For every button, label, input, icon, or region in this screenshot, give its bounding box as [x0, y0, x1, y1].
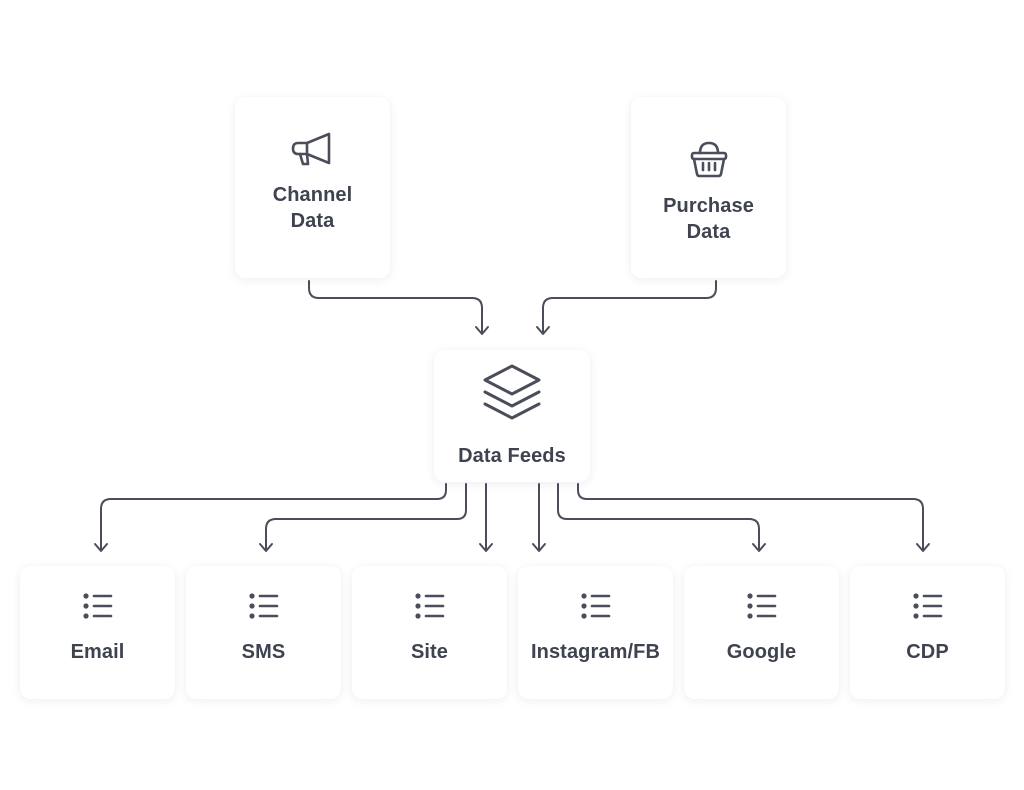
- destination-card-sms: SMS: [186, 566, 341, 699]
- destination-label-sms: SMS: [241, 640, 286, 663]
- list-icon: [414, 592, 444, 619]
- connector-channel-to-hub: [308, 280, 483, 334]
- list-icon: [248, 592, 278, 619]
- arrowhead-hub-to-cdp: [916, 543, 930, 552]
- destination-label-instagram-fb: Instagram/FB: [530, 640, 660, 663]
- connector-purchase-to-hub: [542, 280, 717, 334]
- source-label-purchase-data: Purchase Data: [663, 194, 754, 243]
- hub-label: Data Feeds: [458, 445, 566, 467]
- connector-hub-to-sms: [265, 483, 467, 551]
- source-label-channel-data: Channel Data: [272, 183, 353, 232]
- destination-card-email: Email: [20, 566, 175, 699]
- arrowhead-purchase-to-hub: [536, 326, 550, 335]
- arrowhead-hub-to-google: [752, 543, 766, 552]
- destination-label-google: Google: [726, 640, 797, 663]
- list-icon: [746, 592, 776, 619]
- source-card-channel-data: Channel Data: [235, 97, 390, 278]
- connector-hub-to-google: [557, 483, 760, 551]
- megaphone-icon: [291, 132, 330, 165]
- destination-card-instagram-fb: Instagram/FB: [518, 566, 673, 699]
- layers-icon: [483, 364, 541, 420]
- destination-card-site: Site: [352, 566, 507, 699]
- list-icon: [82, 592, 112, 619]
- connector-hub-to-cdp: [577, 483, 924, 551]
- arrowhead-hub-to-sms: [259, 543, 273, 552]
- destination-card-google: Google: [684, 566, 839, 699]
- arrowhead-hub-to-email: [94, 543, 108, 552]
- list-icon: [580, 592, 610, 619]
- list-icon: [912, 592, 942, 619]
- destination-label-site: Site: [410, 640, 449, 663]
- source-card-purchase-data: Purchase Data: [631, 97, 786, 278]
- connector-hub-to-email: [100, 483, 447, 551]
- basket-icon: [690, 141, 727, 177]
- arrowhead-channel-to-hub: [475, 326, 489, 335]
- destination-label-cdp: CDP: [906, 640, 949, 663]
- hub-card-data-feeds: Data Feeds: [434, 350, 590, 482]
- arrowhead-hub-to-site: [479, 543, 493, 552]
- destination-card-cdp: CDP: [850, 566, 1005, 699]
- destination-label-email: Email: [70, 640, 125, 663]
- arrowhead-hub-to-instagram: [532, 543, 546, 552]
